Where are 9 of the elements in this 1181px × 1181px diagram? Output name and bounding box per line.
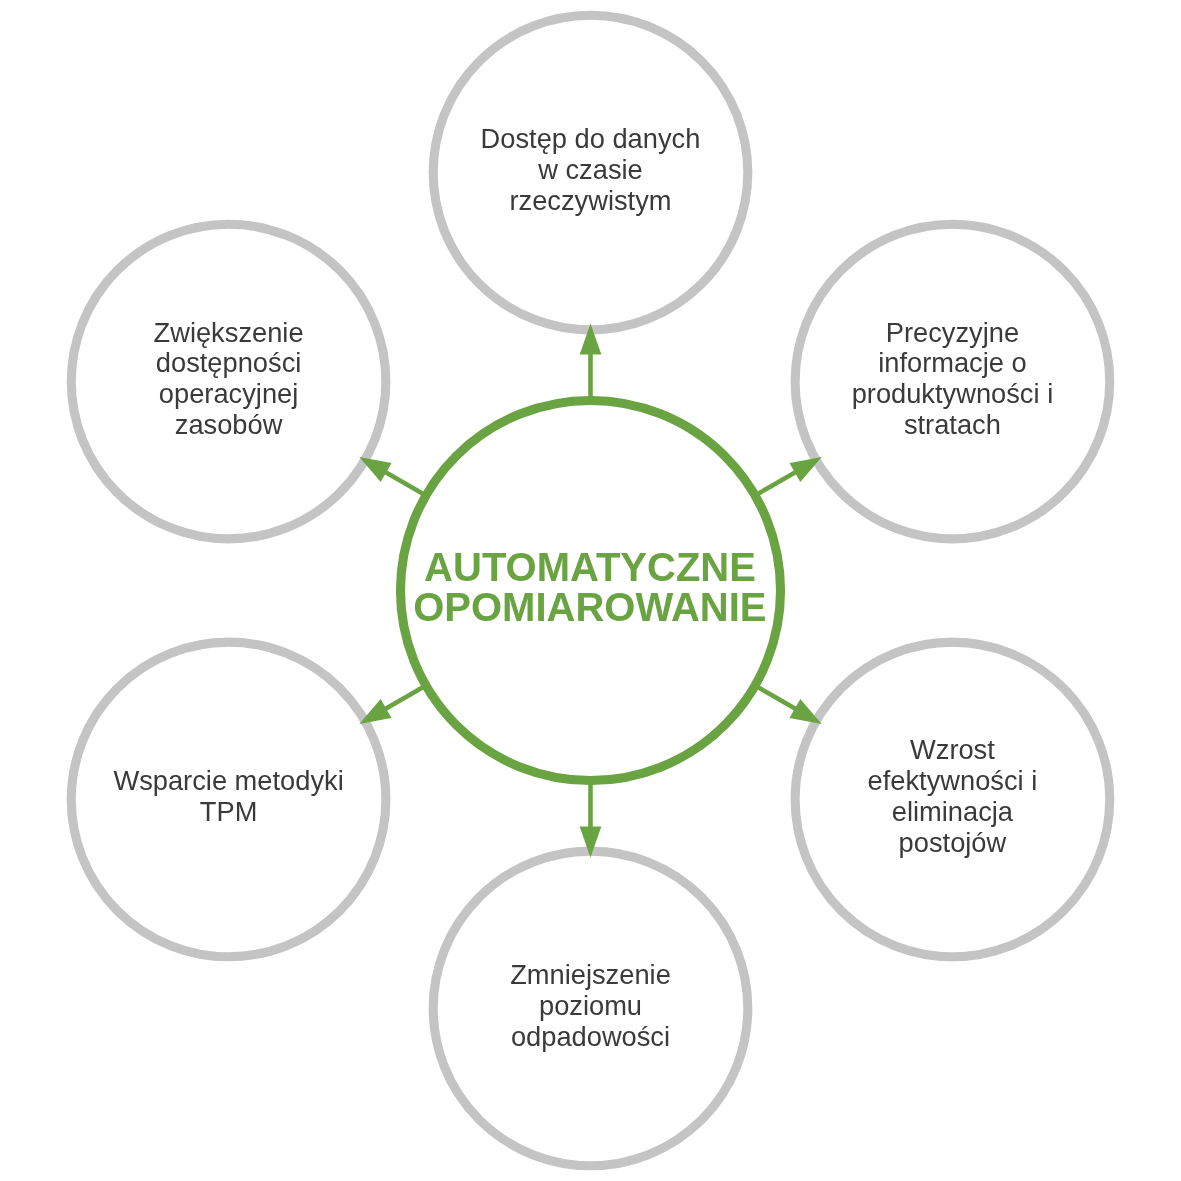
node-circle: Zmniejszenie poziomu odpadowości xyxy=(428,846,753,1171)
arrow xyxy=(754,683,822,724)
arrow xyxy=(359,683,427,724)
node-circle: AUTOMATYCZNE OPOMIAROWANIE xyxy=(395,395,786,786)
node-circle: Dostęp do danych w czasie rzeczywistym xyxy=(428,10,753,335)
arrow xyxy=(579,323,602,400)
arrow xyxy=(579,781,602,858)
arrow xyxy=(754,457,822,498)
arrow xyxy=(359,457,427,498)
